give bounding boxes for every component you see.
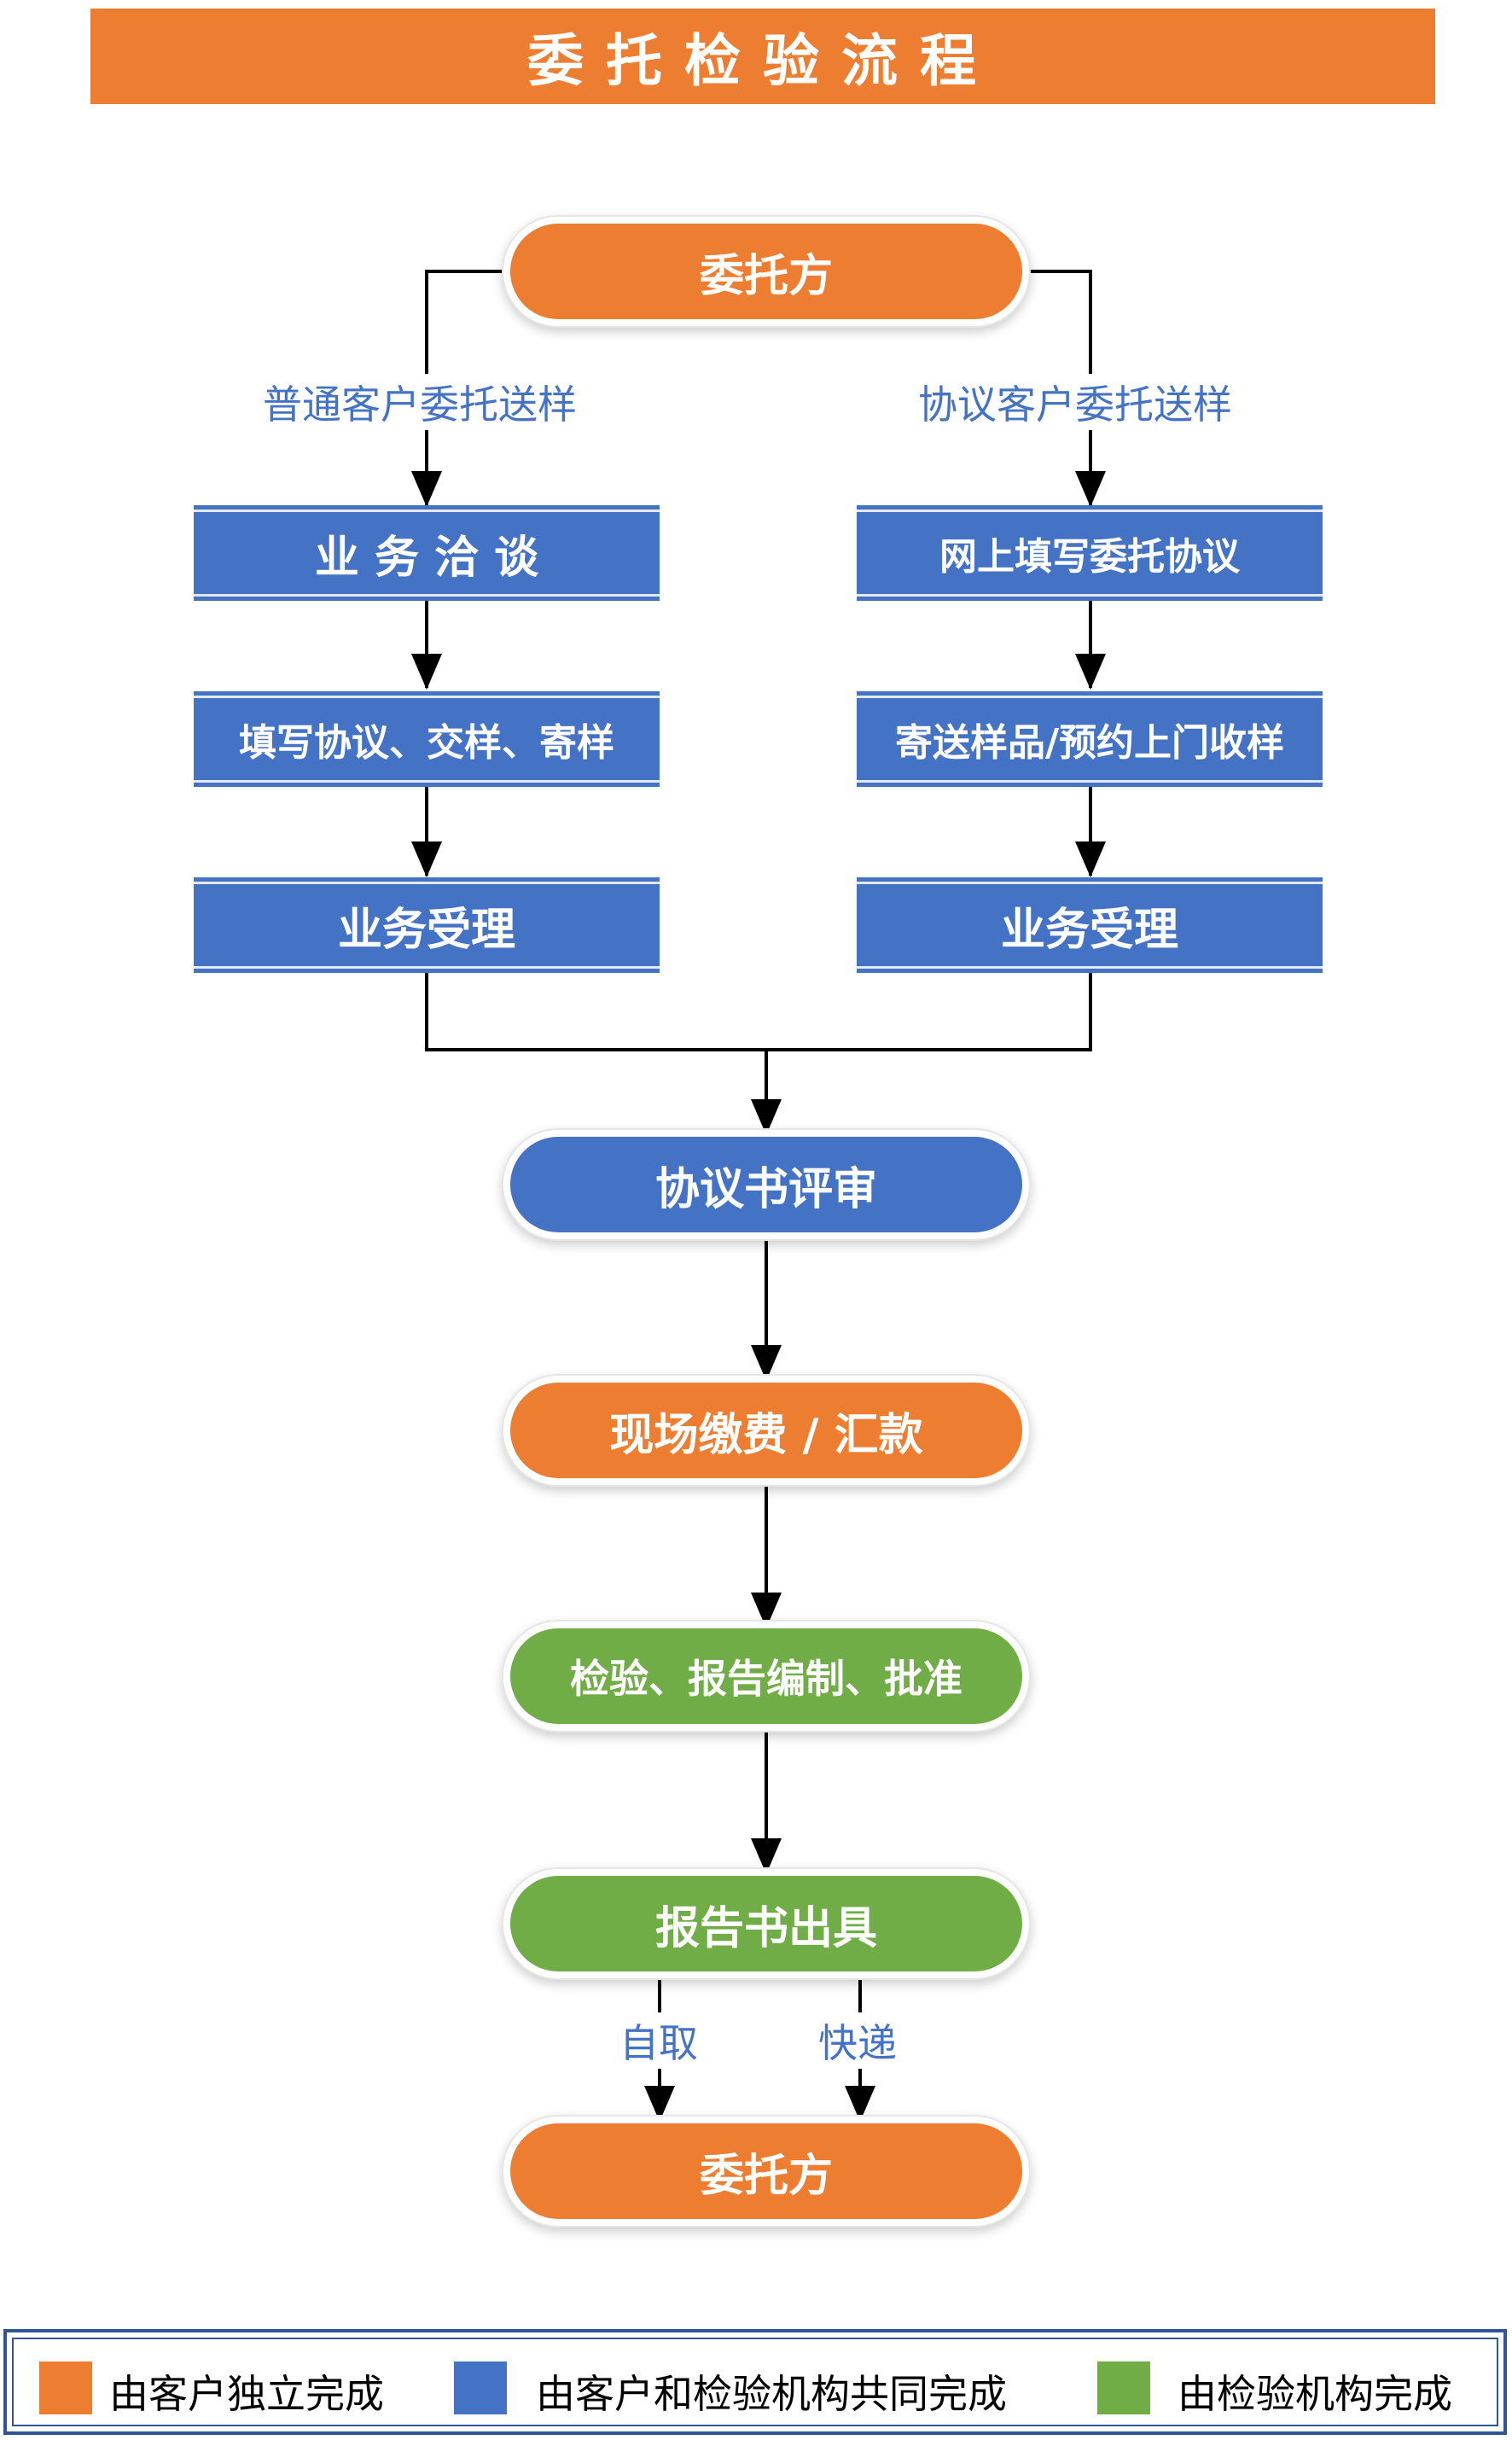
end-node: 委托方	[510, 2123, 1022, 2219]
left-step-negotiation: 业 务 洽 谈	[194, 505, 660, 601]
arrowhead-right-branch	[1075, 471, 1106, 507]
legend-swatch-joint	[454, 2361, 507, 2414]
start-node: 委托方	[510, 224, 1022, 319]
arrowhead-left-3	[411, 841, 442, 877]
legend-swatch-customer	[39, 2361, 92, 2414]
arrowhead-payment	[751, 1345, 782, 1381]
legend-label-customer: 由客户独立完成	[109, 2371, 384, 2417]
right-step-online-agreement: 网上填写委托协议	[857, 505, 1323, 601]
left-step-agreement: 填写协议、交样、寄样	[194, 691, 660, 787]
inspection-node: 检验、报告编制、批准	[510, 1628, 1022, 1724]
arrowhead-report	[751, 1838, 782, 1874]
arrowhead-left-2	[411, 654, 442, 690]
express-label: 快递	[815, 2012, 900, 2069]
pickup-label: 自取	[616, 2012, 701, 2069]
arrowhead-inspection	[751, 1593, 782, 1628]
right-step-acceptance: 业务受理	[857, 877, 1323, 973]
legend-label-lab: 由检验机构完成	[1178, 2371, 1452, 2417]
review-node: 协议书评审	[510, 1137, 1022, 1232]
branch-right-label: 协议客户委托送样	[915, 374, 1236, 430]
arrowhead-express	[845, 2086, 875, 2122]
branch-left-label: 普通客户委托送样	[259, 374, 580, 430]
arrowhead-review	[751, 1099, 782, 1135]
arrowhead-right-3	[1075, 841, 1106, 877]
left-step-acceptance: 业务受理	[194, 877, 660, 973]
arrowhead-left-branch	[411, 471, 442, 507]
connector-merge	[425, 971, 1092, 1051]
page-title: 委托检验流程	[90, 9, 1435, 104]
legend: 由客户独立完成 由客户和检验机构共同完成 由检验机构完成	[3, 2329, 1507, 2435]
payment-node: 现场缴费 / 汇款	[510, 1383, 1022, 1478]
legend-swatch-lab	[1097, 2361, 1150, 2414]
arrowhead-right-2	[1075, 654, 1106, 690]
arrowhead-pickup	[644, 2086, 675, 2122]
legend-label-joint: 由客户和检验机构共同完成	[536, 2371, 1007, 2417]
report-node: 报告书出具	[510, 1876, 1022, 1971]
right-step-send-sample: 寄送样品/预约上门收样	[857, 691, 1323, 787]
